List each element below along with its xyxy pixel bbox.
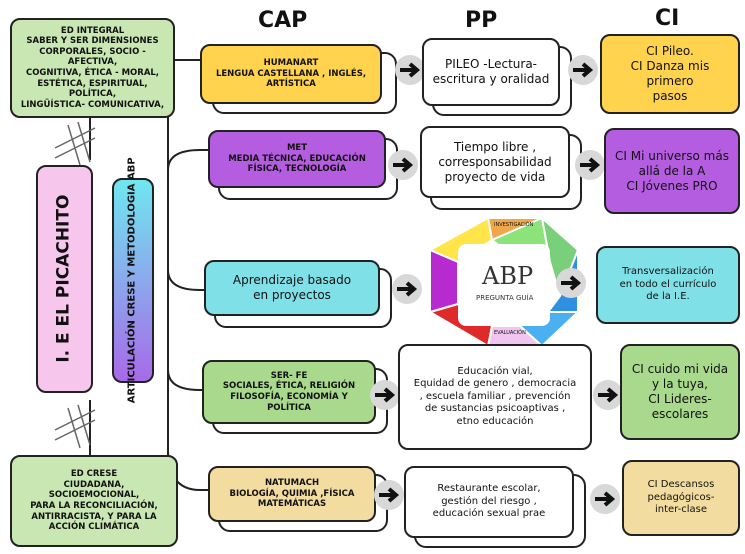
arrow-right-icon	[568, 55, 598, 85]
arrow-right-icon	[370, 380, 400, 410]
cap-natumach-text: NATUMACH BIOLOGÍA, QUIMIA ,FÍSICA MATEMÁ…	[229, 478, 355, 510]
ci-cuido-mi-vida-text: CI cuido mi vida y la tuya, CI Lideres- …	[631, 362, 729, 421]
arrow-right-icon	[575, 150, 605, 180]
pp-restaurante-text: Restaurante escolar, gestión del riesgo …	[432, 483, 546, 520]
ci-mi-universo-text: CI Mi universo más allá de la A CI Jóven…	[615, 148, 729, 193]
ci-descansos: CI Descansos pedagógicos- inter-clase	[622, 460, 740, 536]
pp-pileo: PILEO -Lectura- escritura y oralidad	[422, 38, 560, 106]
pp-pileo-text: PILEO -Lectura- escritura y oralidad	[432, 57, 550, 86]
cap-abp-text: Aprendizaje basado en proyectos	[232, 273, 352, 302]
arrow-right-icon	[593, 380, 623, 410]
arrow-right-icon	[392, 274, 422, 304]
cap-natumach: NATUMACH BIOLOGÍA, QUIMIA ,FÍSICA MATEMÁ…	[208, 466, 376, 522]
ci-transversalizacion: Transversalización en todo el currículo …	[596, 246, 740, 324]
institution-box: I. E EL PICACHITO	[36, 165, 93, 393]
arrow-right-icon	[388, 150, 418, 180]
ci-descansos-text: CI Descansos pedagógicos- inter-clase	[647, 479, 715, 516]
header-cap: CAP	[258, 8, 308, 33]
ci-transversalizacion-text: Transversalización en todo el currículo …	[619, 266, 717, 303]
arrow-right-icon	[374, 480, 404, 510]
abp-title: ABP	[482, 262, 534, 290]
ed-integral-box: ED INTEGRAL SABER Y SER DIMENSIONES CORP…	[10, 18, 175, 118]
ed-crese-box: ED CRESE CIUDADANA, SOCIOEMOCIONAL, PARA…	[10, 455, 178, 547]
header-pp: PP	[465, 8, 498, 33]
cap-humanart-text: HUMANART LENGUA CASTELLANA , INGLÉS, ART…	[215, 58, 367, 90]
pp-tiempo-libre: Tiempo libre , corresponsabilidad proyec…	[420, 126, 570, 198]
cap-ser-fe-text: SER- FE SOCIALES, ÉTICA, RELIGIÓN FILOSO…	[222, 370, 356, 413]
abp-segment-label: EVALUACIÓN	[494, 330, 526, 336]
cap-ser-fe: SER- FE SOCIALES, ÉTICA, RELIGIÓN FILOSO…	[202, 360, 376, 424]
abp-segment-label: INVESTIGACIÓN	[494, 222, 534, 228]
pp-educacion-vial: Educación vial, Equidad de genero , demo…	[398, 344, 592, 450]
pp-educacion-vial-text: Educación vial, Equidad de genero , demo…	[413, 365, 577, 427]
cap-met-text: MET MEDIA TÉCNICA, EDUCACIÓN FÍSICA, TEC…	[228, 143, 366, 175]
cap-humanart: HUMANART LENGUA CASTELLANA , INGLÉS, ART…	[200, 44, 382, 104]
ci-pileo-text: CI Pileo. CI Danza mis primero pasos	[630, 44, 710, 103]
ci-cuido-mi-vida: CI cuido mi vida y la tuya, CI Lideres- …	[620, 344, 740, 440]
arrow-right-icon	[395, 55, 425, 85]
cap-abp: Aprendizaje basado en proyectos	[204, 260, 380, 316]
arrow-right-icon	[556, 268, 586, 298]
ci-pileo: CI Pileo. CI Danza mis primero pasos	[600, 34, 740, 114]
cap-met: MET MEDIA TÉCNICA, EDUCACIÓN FÍSICA, TEC…	[208, 130, 386, 188]
pp-restaurante: Restaurante escolar, gestión del riesgo …	[404, 466, 574, 538]
articulation-box: ARTICULACIÓN CRESE Y METODOLOGIA ABP	[112, 158, 154, 403]
ci-mi-universo: CI Mi universo más allá de la A CI Jóven…	[604, 128, 740, 214]
header-ci: CI	[655, 6, 680, 31]
abp-subtitle: PREGUNTA GUÍA	[476, 294, 534, 302]
ed-integral-text: ED INTEGRAL SABER Y SER DIMENSIONES CORP…	[20, 25, 165, 110]
arrow-right-icon	[590, 484, 620, 514]
ed-crese-text: ED CRESE CIUDADANA, SOCIOEMOCIONAL, PARA…	[30, 469, 158, 533]
pp-tiempo-libre-text: Tiempo libre , corresponsabilidad proyec…	[438, 139, 552, 184]
